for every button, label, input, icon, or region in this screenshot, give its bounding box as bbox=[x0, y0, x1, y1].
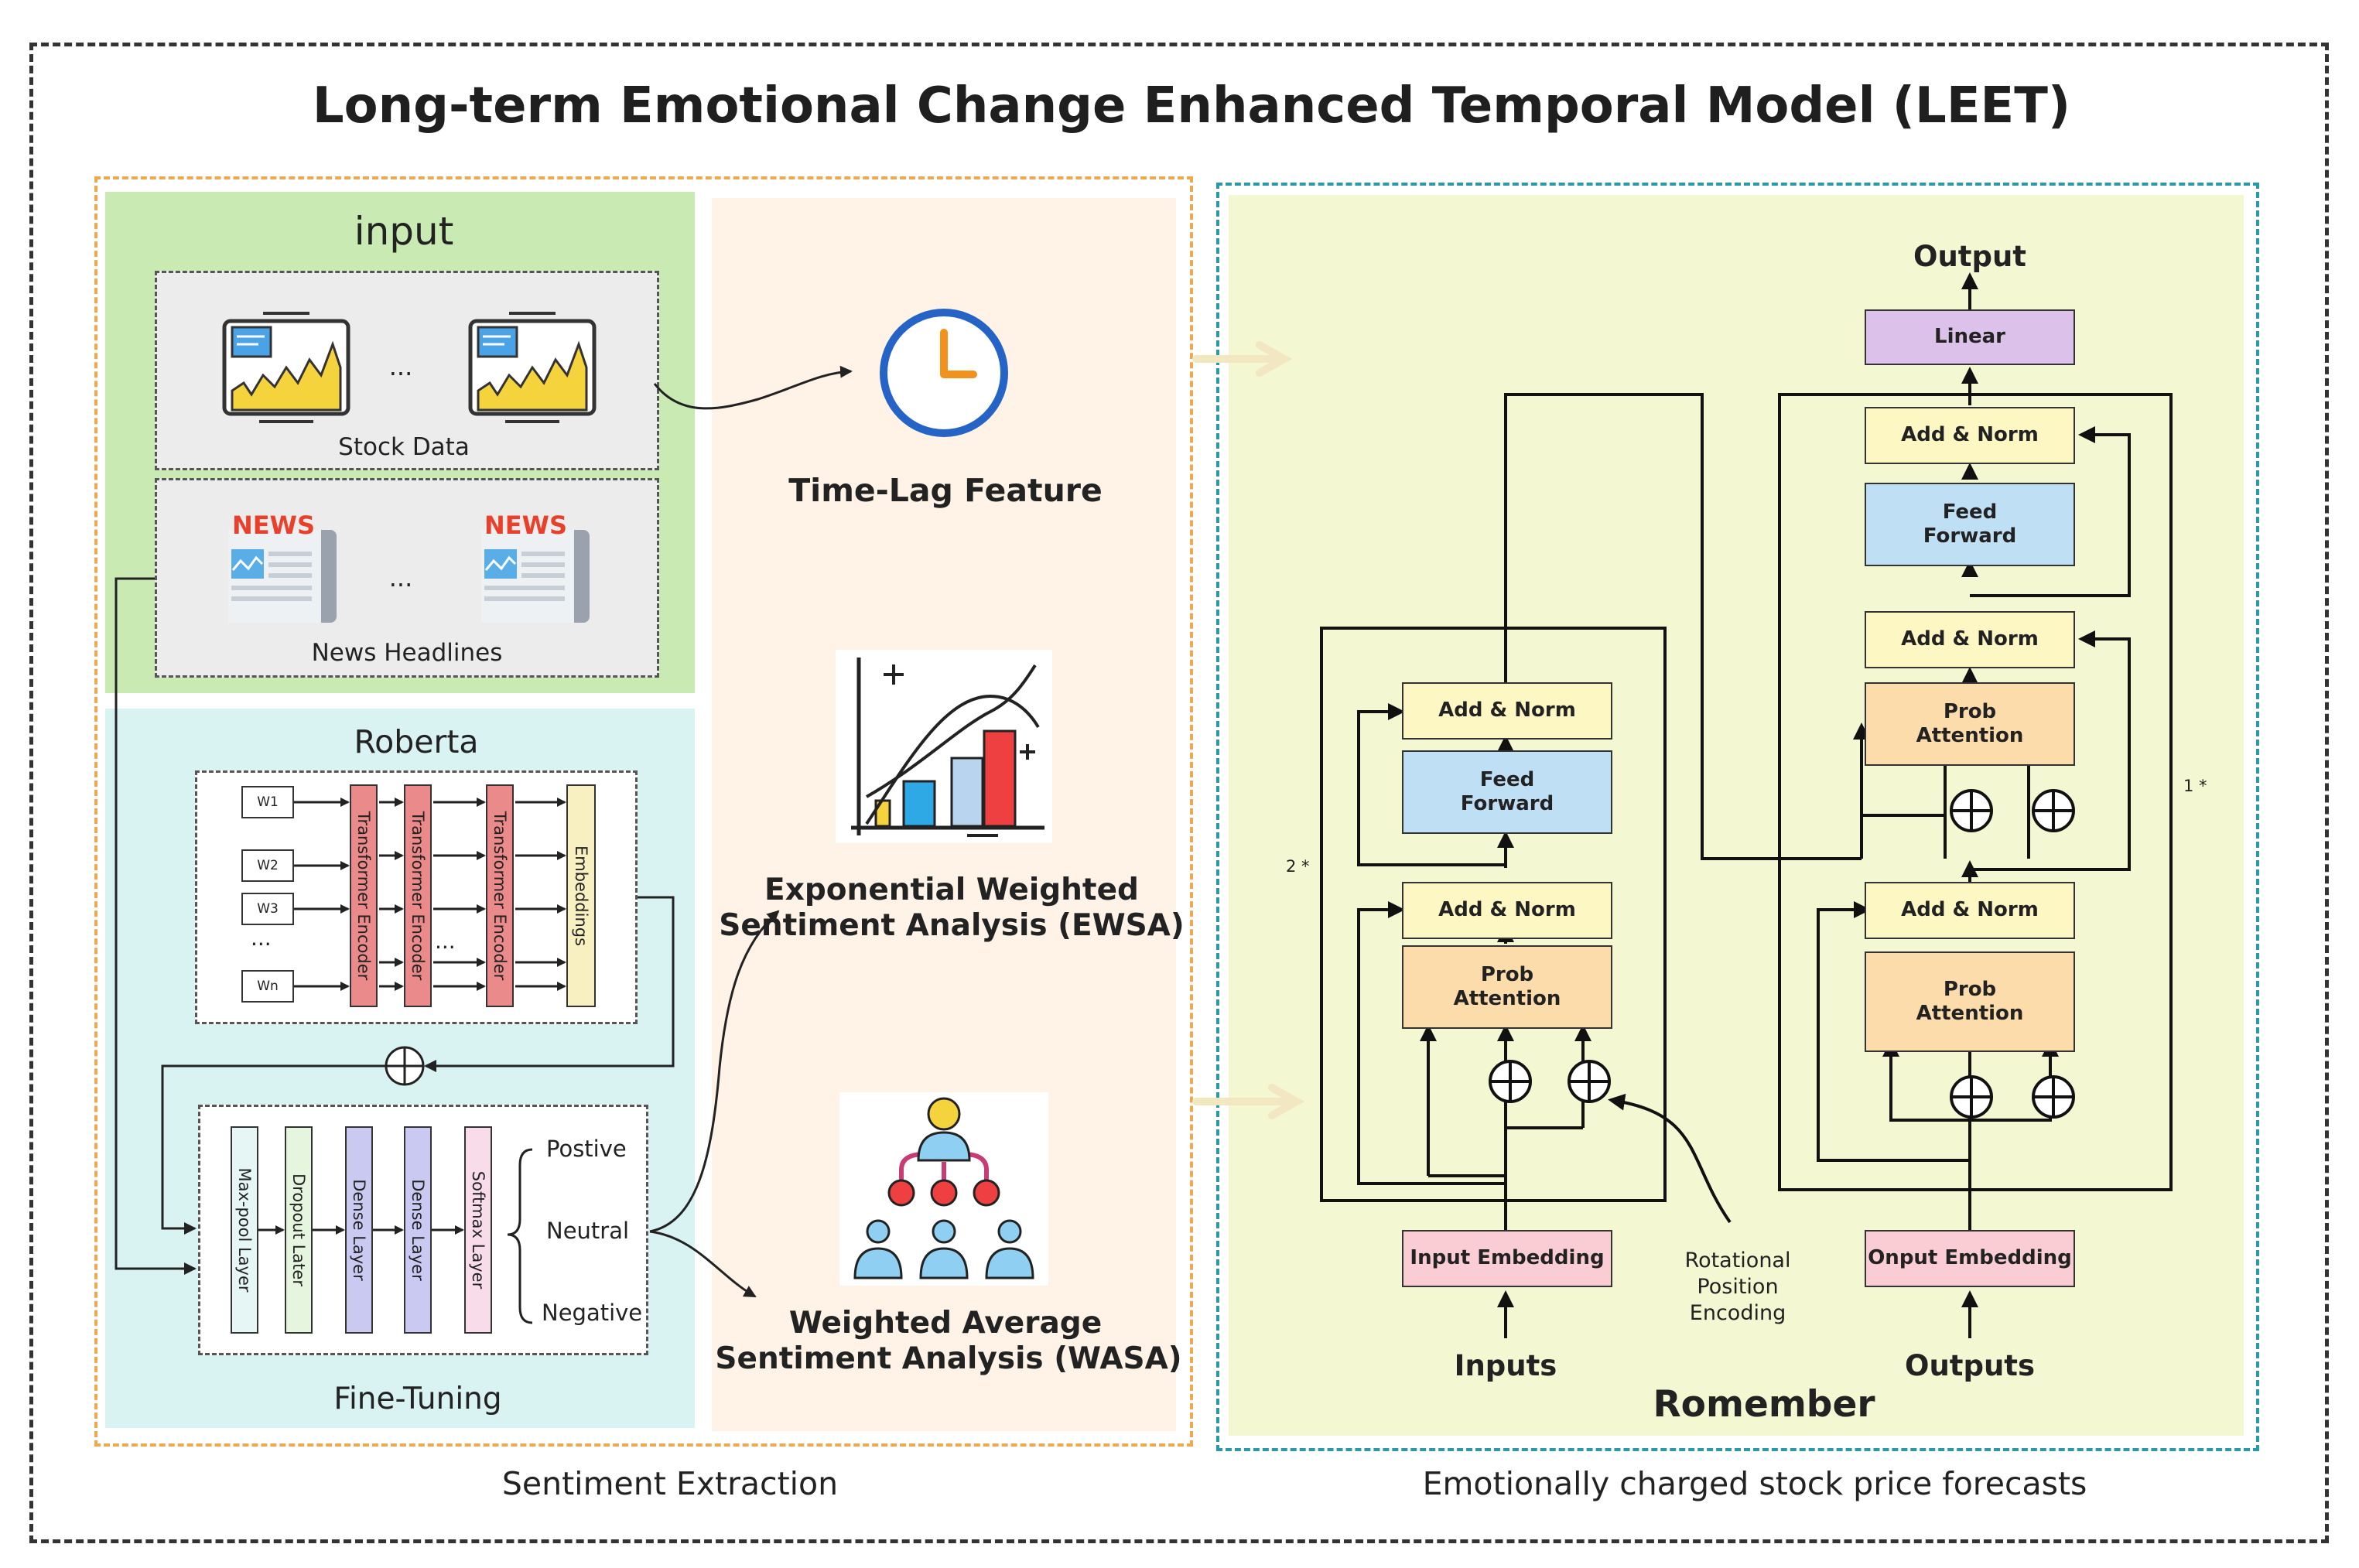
outer-frame bbox=[29, 43, 2329, 1543]
page-title: Long-term Emotional Change Enhanced Temp… bbox=[312, 77, 2071, 135]
encoder-add-norm-2: Add & Norm bbox=[1402, 682, 1612, 740]
wasa-hierarchy-icon bbox=[839, 1092, 1048, 1286]
inputs-label: Inputs bbox=[1454, 1349, 1557, 1382]
token-wn: Wn bbox=[241, 970, 294, 1003]
output-label: Output bbox=[1913, 240, 2026, 273]
maxpool-layer: Max-pool Layer bbox=[231, 1126, 258, 1334]
stock-ellipsis: ... bbox=[388, 352, 413, 381]
wasa-label-line2: Sentiment Analysis (WASA) bbox=[715, 1341, 1182, 1376]
ewsa-label-line1: Exponential Weighted bbox=[764, 873, 1139, 907]
decoder-add-norm-2: Add & Norm bbox=[1865, 611, 2075, 668]
transformer-encoder-2: Transformer Encoder bbox=[404, 784, 432, 1007]
rope-label-3: Encoding bbox=[1689, 1301, 1786, 1325]
outputs-label: Outputs bbox=[1904, 1349, 2036, 1382]
encoder-frame bbox=[1320, 627, 1667, 1202]
output-negative: Negative bbox=[542, 1300, 643, 1326]
output-positive: Postive bbox=[546, 1136, 627, 1162]
token-w1: W1 bbox=[241, 786, 294, 818]
output-embedding-block: Onput Embedding bbox=[1865, 1230, 2075, 1287]
dense-layer-1: Dense Layer bbox=[345, 1126, 373, 1334]
sentiment-extraction-caption: Sentiment Extraction bbox=[501, 1465, 839, 1502]
transformer-encoder-3: Transformer Encoder bbox=[486, 784, 514, 1007]
encoder-add-norm-1: Add & Norm bbox=[1402, 882, 1612, 939]
input-panel-title: input bbox=[354, 209, 454, 254]
linear-block: Linear bbox=[1865, 309, 2075, 365]
stock-chart-icon bbox=[222, 312, 350, 423]
news-headlines-label: News Headlines bbox=[311, 639, 503, 667]
dense-layer-2: Dense Layer bbox=[404, 1126, 432, 1334]
finetune-title: Fine-Tuning bbox=[333, 1382, 502, 1416]
news-icon bbox=[228, 530, 337, 623]
encoder-repeat-label: 2 * bbox=[1286, 857, 1310, 876]
stock-data-label: Stock Data bbox=[338, 433, 470, 461]
decoder-add-norm-1: Add & Norm bbox=[1865, 882, 2075, 939]
encoder-ellipsis: ... bbox=[435, 928, 456, 954]
stock-chart-icon bbox=[468, 312, 597, 423]
news-badge: NEWS bbox=[232, 511, 315, 540]
news-badge: NEWS bbox=[484, 511, 567, 540]
sentiment-extraction-section bbox=[94, 176, 1193, 1447]
decoder-frame bbox=[1778, 393, 2173, 1191]
wasa-label-line1: Weighted Average bbox=[788, 1306, 1103, 1341]
news-icon bbox=[481, 530, 590, 623]
forecast-section bbox=[1216, 183, 2259, 1451]
clock-icon bbox=[880, 309, 1008, 437]
ewsa-label-line2: Sentiment Analysis (EWSA) bbox=[719, 908, 1185, 943]
token-w2: W2 bbox=[241, 849, 294, 882]
rope-label-2: Position bbox=[1697, 1275, 1779, 1299]
time-lag-label: Time-Lag Feature bbox=[788, 472, 1103, 509]
romember-title: Romember bbox=[1653, 1383, 1875, 1426]
token-w3: W3 bbox=[241, 893, 294, 925]
transformer-encoder-1: Transformer Encoder bbox=[350, 784, 378, 1007]
decoder-add-norm-3: Add & Norm bbox=[1865, 407, 2075, 464]
input-embedding-block: Input Embedding bbox=[1402, 1230, 1612, 1287]
decoder-repeat-label: 1 * bbox=[2183, 777, 2207, 795]
roberta-title: Roberta bbox=[354, 723, 479, 760]
forecast-caption: Emotionally charged stock price forecast… bbox=[1422, 1465, 2087, 1502]
token-ellipsis: ... bbox=[251, 925, 272, 951]
news-ellipsis: ... bbox=[388, 563, 413, 593]
ewsa-chart-icon bbox=[836, 650, 1052, 843]
dropout-layer: Dropout Later bbox=[285, 1126, 313, 1334]
output-neutral: Neutral bbox=[546, 1218, 630, 1244]
rope-label-1: Rotational bbox=[1684, 1249, 1791, 1273]
embeddings-bar: Embeddings bbox=[566, 784, 596, 1007]
softmax-layer: Softmax Layer bbox=[464, 1126, 492, 1334]
